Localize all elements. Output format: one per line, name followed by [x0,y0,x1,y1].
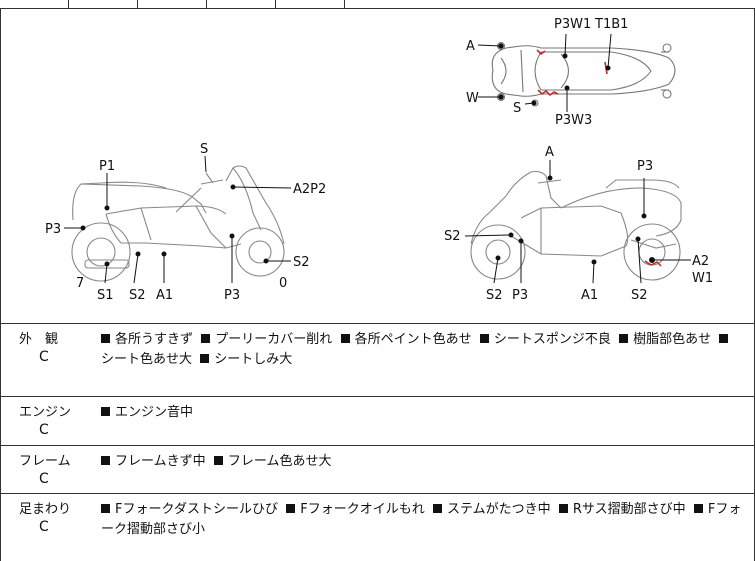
top-view-leaders [477,33,612,112]
row-exterior: 外 観 C 各所うすきず プーリーカバー削れ 各所ペイント色あせ シートスポンジ… [0,323,755,396]
label-s-left: S [200,142,208,157]
label-s-top: S [513,101,521,116]
label-w-top: W [466,91,479,106]
row-frame: フレーム C フレームきず中 フレーム色あせ大 [0,445,755,493]
label-a1-right: A1 [581,288,598,303]
right-side-view-scooter [470,170,682,281]
list-item: プーリーカバー削れ [201,332,332,347]
list-item: エンジン音中 [101,405,193,420]
label-a1-left: A1 [156,288,173,303]
motorcycle-diagram-svg: P3W1 T1B1 A W S P3W3 [45,17,713,303]
left-side-view-leaders [64,155,292,284]
row-grade: C [39,519,49,535]
label-p3-right: P3 [637,159,653,174]
damage-diagram: P3W1 T1B1 A W S P3W3 [0,8,755,323]
label-a2p2: A2P2 [293,182,326,197]
row-suspension: 足まわり C Fフォークダストシールひび Fフォークオイルもれ ステムがたつき中… [0,493,755,561]
column-divider [275,0,276,8]
list-item: 各所うすきず [101,332,193,347]
label-0: 0 [279,276,287,291]
list-item: シート色あせ大 [101,332,733,367]
column-divider [137,0,138,8]
list-item: Fフォーク摺動部さび小 [101,502,742,537]
table-top-strip [0,0,755,9]
label-s2-right-bottom: S2 [486,288,503,303]
list-item: Fフォークオイルもれ [286,502,425,517]
row-grade: C [39,422,49,438]
right-side-view-leaders [464,160,691,284]
label-a-right: A [545,145,554,160]
row-grade: C [39,349,49,365]
label-p3w1: P3W1 [554,17,591,32]
label-p3-left-bottom: P3 [224,288,240,303]
label-s1: S1 [97,288,114,303]
row-items: フレームきず中 フレーム色あせ大 [101,452,746,472]
list-item: ステムがたつき中 [432,502,551,517]
row-items: 各所うすきず プーリーカバー削れ 各所ペイント色あせ シートスポンジ不良 樹脂部… [101,330,746,370]
list-item: フレーム色あせ大 [213,454,332,469]
label-s2-left: S2 [129,288,146,303]
list-item: フレームきず中 [101,454,206,469]
right-side-view-damage-marks [644,260,662,267]
list-item: Rサス摺動部さび中 [558,502,686,517]
label-a2: A2 [692,254,709,269]
left-side-view-scooter [71,165,285,282]
row-category: 外 観 [19,332,59,347]
label-7: 7 [76,276,84,291]
column-divider [344,0,345,8]
label-p3-right-bottom: P3 [512,288,528,303]
label-p3-left: P3 [45,222,61,237]
list-item: 各所ペイント色あせ [340,332,472,347]
label-a-top: A [466,39,475,54]
row-category: フレーム [19,454,71,469]
list-item: シートスポンジ不良 [479,332,611,347]
label-s2-right-rear: S2 [631,288,648,303]
row-engine: エンジン C エンジン音中 [0,396,755,445]
column-divider [68,0,69,8]
row-items: Fフォークダストシールひび Fフォークオイルもれ ステムがたつき中 Rサス摺動部… [101,500,746,540]
top-view-scooter [491,41,676,107]
list-item: Fフォークダストシールひび [101,502,278,517]
row-category: 足まわり [19,502,72,517]
top-view-damage-marks [536,49,608,97]
row-items: エンジン音中 [101,403,746,423]
row-category: エンジン [19,405,72,420]
label-s2-right: S2 [444,229,461,244]
label-s2-left-rear: S2 [293,255,310,270]
column-divider [206,0,207,8]
list-item: 樹脂部色あせ [619,332,711,347]
row-grade: C [39,471,49,487]
label-p1: P1 [99,159,115,174]
label-w1: W1 [692,271,713,286]
label-t1b1: T1B1 [594,17,628,32]
label-p3w3: P3W3 [555,113,592,128]
list-item: シートしみ大 [200,352,292,367]
